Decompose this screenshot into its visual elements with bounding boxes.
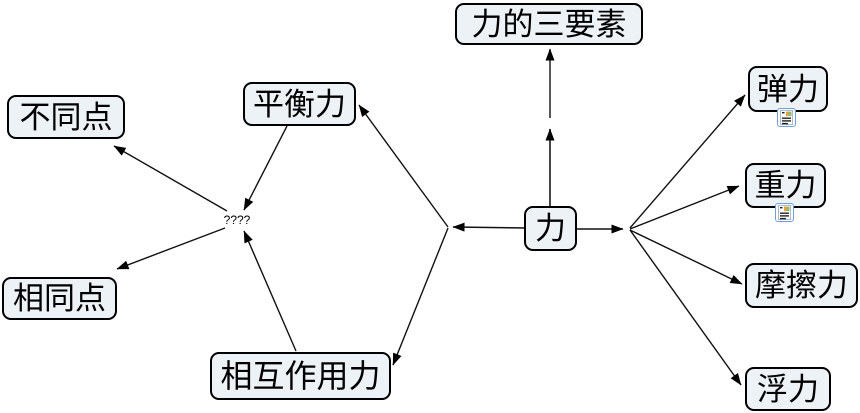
edge-compare-differences: [113, 145, 228, 212]
edge-junction-interaction-force: [392, 227, 449, 366]
edge-interaction-force-compare: [243, 230, 297, 352]
node-differences[interactable]: 不同点: [7, 95, 125, 139]
edge-compare-similarities: [116, 227, 226, 270]
compare-junction-label[interactable]: ????: [223, 213, 251, 227]
node-similarities[interactable]: 相同点: [2, 277, 117, 320]
edge-junction-buoyancy: [629, 229, 742, 386]
notes-icon[interactable]: [777, 108, 796, 127]
node-elastic-force[interactable]: 弹力: [748, 66, 828, 112]
edge-junction-gravity: [629, 185, 740, 230]
edge-force-left-junction: [452, 222, 528, 232]
edge-balanced-force-compare: [243, 125, 288, 211]
node-buoyancy[interactable]: 浮力: [745, 367, 831, 411]
edge-junction-balanced-force: [358, 104, 449, 228]
node-balanced-force[interactable]: 平衡力: [243, 82, 356, 126]
edge-junction-friction: [629, 229, 743, 285]
node-force[interactable]: 力: [524, 206, 577, 251]
notes-icon[interactable]: [775, 203, 794, 222]
edge-junction-elastic-force: [629, 94, 746, 229]
node-friction[interactable]: 摩擦力: [745, 263, 858, 308]
node-interaction-force[interactable]: 相互作用力: [210, 352, 391, 400]
node-gravity[interactable]: 重力: [745, 163, 826, 208]
node-three-elements[interactable]: 力的三要素: [455, 3, 643, 45]
